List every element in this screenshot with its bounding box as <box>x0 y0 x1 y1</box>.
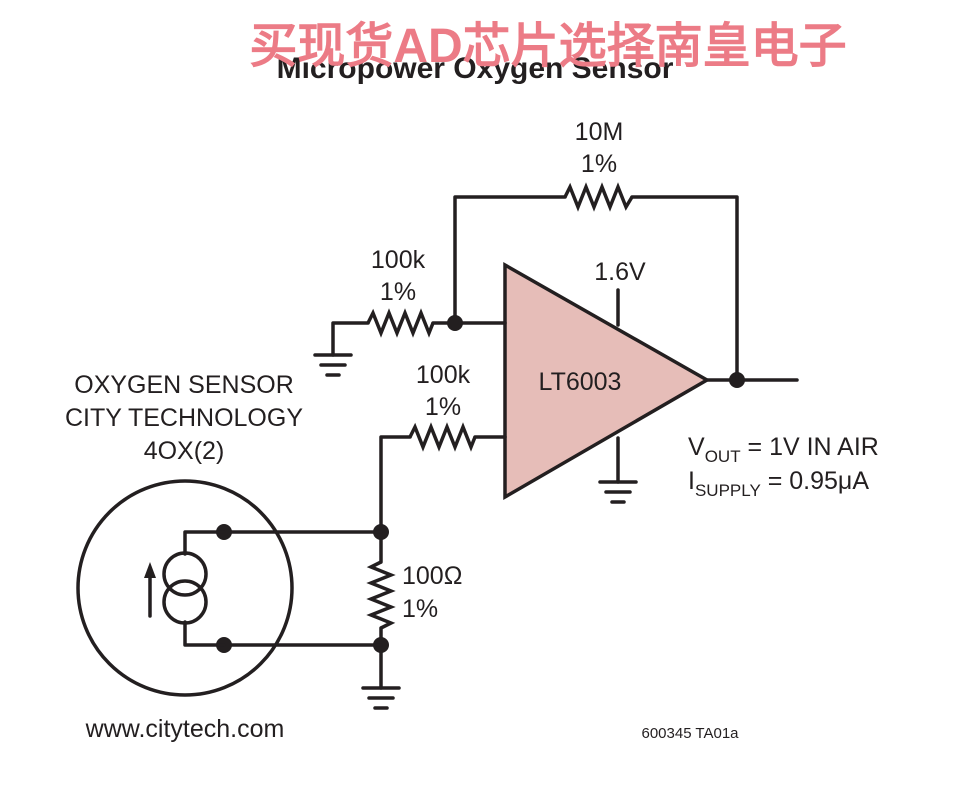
inverting-input-ground-wire <box>331 321 370 357</box>
isupply-spec: ISUPPLY = 0.95μA <box>688 467 869 500</box>
opamp-ground-symbol <box>598 480 638 504</box>
input-resistor-bottom-tolerance: 1% <box>425 393 461 421</box>
noninverting-input-wire-left <box>379 435 412 534</box>
input-resistor-bottom-value: 100k <box>416 361 471 389</box>
input-resistor-top-tolerance: 1% <box>380 278 416 306</box>
figure-code: 600345 TA01a <box>641 725 739 742</box>
opamp-label: LT6003 <box>539 368 622 396</box>
inverting-junction-dot <box>447 315 463 331</box>
feedback-resistor <box>563 182 634 212</box>
load-resistor <box>366 560 396 630</box>
schematic-title: Micropower Oxygen Sensor <box>277 52 674 85</box>
sensor-housing-circle <box>76 479 294 697</box>
load-resistor-tolerance: 1% <box>402 595 438 623</box>
opamp-triangle <box>503 261 711 501</box>
load-ground-symbol <box>361 686 401 710</box>
vout-spec: VOUT = 1V IN AIR <box>688 433 879 466</box>
load-resistor-value: 100Ω <box>402 562 462 590</box>
inverting-ground-symbol <box>313 353 353 377</box>
feedback-resistor-value: 10M <box>575 118 624 146</box>
sensor-website-url: www.citytech.com <box>85 715 285 743</box>
supply-voltage-label: 1.6V <box>594 258 646 286</box>
input-resistor-top <box>366 308 435 338</box>
watermark-text: 买现货AD芯片选择南皇电子 <box>249 20 846 73</box>
current-source-symbol <box>162 530 226 647</box>
current-direction-arrow-icon <box>144 562 156 618</box>
sensor-label-line1: OXYGEN SENSOR <box>74 371 294 399</box>
sensor-label-line2: CITY TECHNOLOGY <box>65 404 303 432</box>
input-resistor-bottom <box>408 422 477 452</box>
input-resistor-top-value: 100k <box>371 246 426 274</box>
sensor-label-line3: 4OX(2) <box>144 437 225 465</box>
feedback-wire-left <box>453 195 567 325</box>
feedback-resistor-tolerance: 1% <box>581 150 617 178</box>
feedback-wire-right <box>630 195 739 382</box>
